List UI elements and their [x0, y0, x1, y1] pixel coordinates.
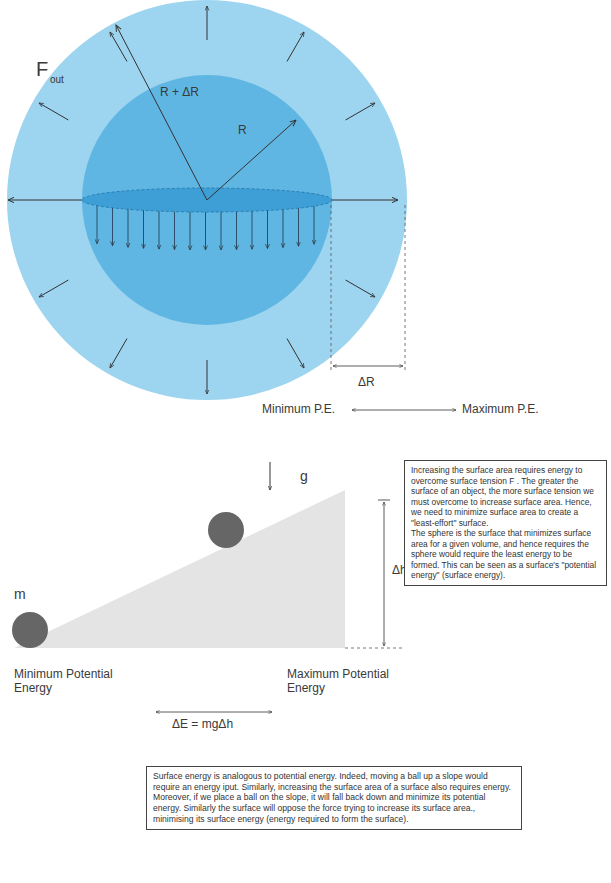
slope: [14, 490, 345, 648]
force-arrows: [39, 6, 375, 394]
dimension-line: [331, 205, 332, 372]
force-arrow: [207, 6, 208, 40]
radius-line: [116, 25, 207, 200]
dimension-line: [345, 648, 402, 649]
state-label: Minimum Potential Energy: [14, 668, 124, 696]
tension-arrow: [236, 212, 237, 250]
force-arrow: [8, 200, 82, 201]
force-arrow: [110, 32, 127, 61]
force-arrow: [39, 103, 68, 120]
tension-arrow: [298, 208, 299, 246]
note-text: The sphere is the surface that minimizes…: [411, 528, 600, 581]
force-arrow: [346, 103, 375, 120]
gravity-label: g: [300, 468, 308, 484]
outer-sphere: [7, 0, 407, 400]
tension-arrow: [112, 208, 113, 246]
tension-arrow: [314, 206, 315, 244]
force-arrow: [110, 339, 127, 368]
text-box: Surface energy is analogous to potential…: [146, 766, 522, 830]
force-arrow: [287, 339, 304, 368]
tension-arrow: [143, 210, 144, 248]
dimension-arrow: [384, 502, 385, 646]
tension-arrow: [221, 212, 222, 250]
mass-label: m: [14, 586, 26, 602]
tension-arrow: [205, 212, 206, 250]
force-arrow: [207, 360, 208, 394]
ball: [208, 512, 244, 548]
tension-arrow: [252, 211, 253, 249]
tension-arrow: [190, 212, 191, 250]
tension-arrow: [159, 211, 160, 249]
force-arrow: [346, 280, 375, 297]
state-label: Maximum Potential Energy: [287, 668, 397, 696]
tension-arrow: [128, 209, 129, 247]
tension-arrows: [97, 206, 314, 250]
dimension-arrow: [333, 366, 403, 367]
energy-arrow: [156, 712, 272, 713]
force-label: F: [36, 58, 48, 81]
force-subscript: out: [50, 74, 64, 86]
tension-arrow: [267, 211, 268, 249]
dimension-tick: [378, 500, 390, 501]
gravity-arrow: [270, 462, 271, 490]
inner-sphere: [82, 75, 332, 325]
tension-arrow: [174, 212, 175, 250]
radius-label: R: [238, 124, 247, 138]
equation-label: ΔE = mgΔh: [172, 718, 233, 732]
dimension-line: [405, 205, 406, 372]
ball: [12, 612, 48, 648]
text-box: Increasing the surface area requires ene…: [404, 460, 607, 586]
radius-label: R + ΔR: [160, 86, 199, 100]
note-text: Surface energy is analogous to potential…: [153, 771, 515, 825]
force-arrow: [39, 280, 68, 297]
radius-line: [207, 120, 296, 200]
note-text: Increasing the surface area requires ene…: [411, 465, 600, 528]
dimension-label: ΔR: [358, 376, 375, 390]
force-arrow: [332, 200, 398, 201]
force-arrow: [287, 32, 304, 61]
range-label: Maximum P.E.: [462, 403, 538, 417]
range-arrow: [352, 410, 456, 411]
tension-arrow: [283, 210, 284, 248]
tension-arrow: [97, 206, 98, 244]
range-label: Minimum P.E.: [262, 403, 335, 417]
